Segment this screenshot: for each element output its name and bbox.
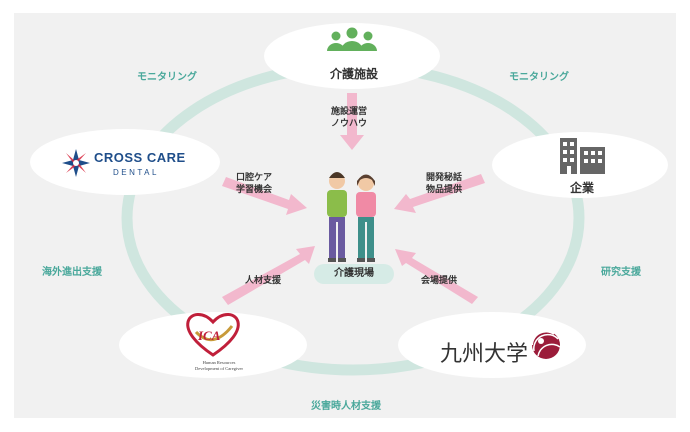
ica-caption-line1: Human Resources [202,360,236,365]
crosscare-subtitle: DENTAL [113,168,159,177]
flow-facility-line1: 施設運営 [331,107,368,117]
crosscare-node [30,129,220,195]
label-overseas-support: 海外進出支援 [42,267,102,278]
label-disaster-support: 災害時人材支援 [311,401,381,412]
ica-node [119,312,307,378]
caregivers-illustration [327,172,376,262]
flow-from-company: 開発秘話 物品提供 [426,172,462,196]
arrow-from-crosscare [222,177,307,215]
label-monitoring-right: モニタリング [509,72,569,83]
flow-from-ica: 人材支援 [245,276,282,286]
ica-heart-icon [186,313,240,357]
label-monitoring-left: モニタリング [137,72,197,83]
people-icon [327,27,377,51]
arrow-from-ica [222,246,315,305]
ica-logo-text: ICA [198,328,221,343]
flow-from-kyushu: 会場提供 [421,276,458,286]
kyushu-name: 九州大学 [440,342,529,367]
flow-company-line1: 開発秘話 [426,173,463,183]
flow-company-line2: 物品提供 [426,185,463,195]
flow-from-facility: 施設運営 ノウハウ [331,106,367,130]
crosscare-logo-icon [62,149,90,177]
label-research-support: 研究支援 [601,267,641,278]
facility-name: 介護施設 [330,67,379,81]
facility-node [264,23,440,89]
flow-facility-line2: ノウハウ [331,119,368,129]
company-name: 企業 [570,181,595,195]
building-icon [560,138,605,174]
arrows [222,93,485,305]
arrow-from-company [394,174,485,213]
kyushu-node [398,312,586,378]
flow-crosscare-line1: 口腔ケア [236,173,273,183]
ica-caption-line2: Development of Caregiver [195,366,243,371]
ica-caption: Human Resources Development of Caregiver [181,360,257,372]
flow-crosscare-line2: 学習機会 [236,185,273,195]
arrow-from-facility [340,93,364,150]
flow-from-crosscare: 口腔ケア 学習機会 [236,172,272,196]
crosscare-title: CROSS CARE [94,150,186,165]
center-label: 介護現場 [314,264,394,284]
arrow-from-kyushu [395,249,478,304]
kyushu-emblem-icon [531,330,561,359]
